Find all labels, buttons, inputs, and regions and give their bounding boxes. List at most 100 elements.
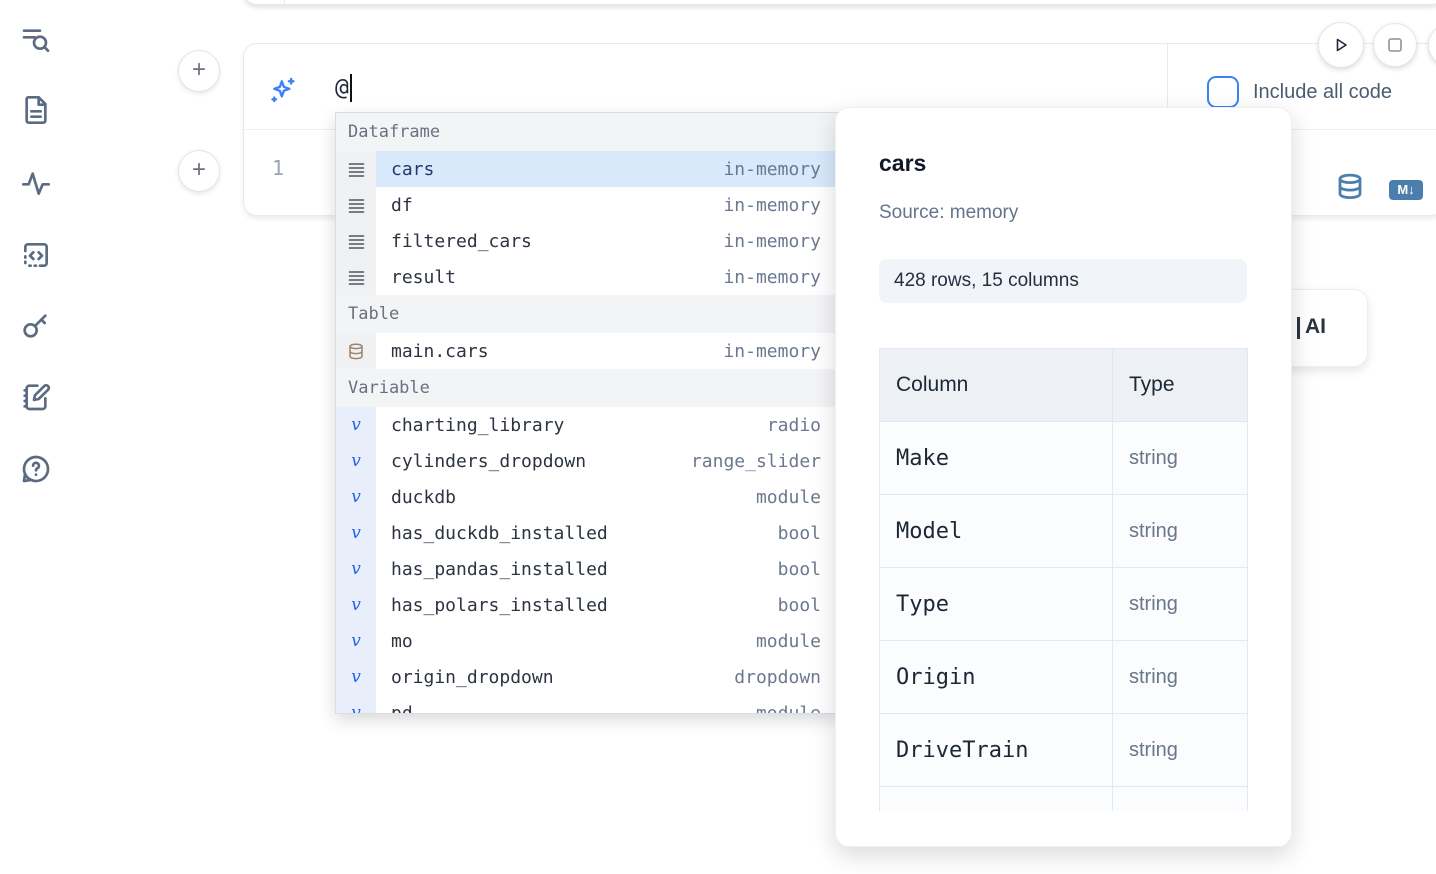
previous-cell (243, 0, 1436, 5)
autocomplete-item[interactable]: df in-memory (336, 187, 839, 223)
preview-title: cars (879, 150, 927, 176)
code-square-icon[interactable] (20, 239, 52, 271)
item-type: in-memory (723, 158, 821, 180)
autocomplete-section-header: Table (336, 295, 839, 333)
include-all-code-checkbox[interactable] (1207, 76, 1239, 108)
column-type-cell: string (1112, 567, 1248, 641)
item-type: dropdown (734, 666, 821, 688)
item-type: in-memory (723, 194, 821, 216)
variable-icon: v (336, 623, 376, 659)
autocomplete-dropdown: Dataframe cars in-memory df in-memory filtere… (335, 112, 840, 714)
ai-card-label: AI (1305, 315, 1326, 338)
column-type-cell: string (1112, 421, 1248, 495)
item-type: module (755, 630, 821, 652)
autocomplete-item-body: df in-memory (376, 187, 839, 223)
divider (1167, 44, 1168, 129)
clipped-glyph (1297, 317, 1300, 339)
item-name: origin_dropdown (391, 666, 554, 688)
autocomplete-item[interactable]: cars in-memory (336, 151, 839, 187)
item-name: filtered_cars (391, 230, 532, 252)
variable-icon: v (336, 587, 376, 623)
notebook-pen-icon[interactable] (20, 381, 52, 413)
database-icon[interactable] (1335, 172, 1365, 202)
dataframe-icon (336, 223, 376, 259)
item-name: result (391, 266, 457, 288)
variable-icon: v (336, 407, 376, 443)
column-name-cell: Model (879, 494, 1113, 568)
item-type: module (755, 486, 821, 508)
item-type: in-memory (723, 340, 821, 362)
preview-table-row (879, 786, 1248, 811)
autocomplete-item[interactable]: main.cars in-memory (336, 333, 839, 369)
item-type: bool (777, 558, 821, 580)
autocomplete-section-header: Dataframe (336, 113, 839, 151)
autocomplete-item[interactable]: result in-memory (336, 259, 839, 295)
item-type: bool (777, 594, 821, 616)
item-name: charting_library (391, 414, 565, 436)
variable-icon: v (336, 443, 376, 479)
preview-shape-badge: 428 rows, 15 columns (879, 259, 1247, 303)
column-name-cell: DriveTrain (879, 713, 1113, 787)
autocomplete-item[interactable]: v origin_dropdown dropdown (336, 659, 839, 695)
search-list-icon[interactable] (20, 24, 52, 56)
item-type: in-memory (723, 266, 821, 288)
activity-icon[interactable] (20, 167, 52, 199)
item-name: df (391, 194, 413, 216)
autocomplete-section-header: Variable (336, 369, 839, 407)
include-all-code: Include all code (1207, 76, 1392, 108)
item-name: main.cars (391, 340, 489, 362)
dataframe-icon (336, 259, 376, 295)
autocomplete-item[interactable]: v has_duckdb_installed bool (336, 515, 839, 551)
gutter-divider (284, 0, 285, 4)
include-all-code-label: Include all code (1253, 80, 1392, 103)
column-type-cell (1112, 786, 1248, 811)
autocomplete-item-body: cars in-memory (376, 151, 839, 187)
stop-button[interactable] (1373, 23, 1417, 67)
item-name: pd (391, 702, 413, 714)
preview-table-header: Column (879, 348, 1113, 422)
variable-icon: v (336, 659, 376, 695)
line-number: 1 (271, 156, 284, 180)
add-cell-button-top[interactable]: + (178, 50, 220, 92)
dataframe-icon (336, 187, 376, 223)
add-cell-button-bottom[interactable]: + (178, 150, 220, 192)
run-button[interactable] (1318, 22, 1364, 68)
autocomplete-item-body: origin_dropdown dropdown (376, 659, 839, 695)
ai-prompt-input[interactable]: @ (335, 74, 352, 102)
variable-icon: v (336, 515, 376, 551)
column-name-cell: Origin (879, 640, 1113, 714)
item-name: has_duckdb_installed (391, 522, 608, 544)
item-name: cars (391, 158, 435, 180)
item-type: range_slider (690, 450, 821, 472)
key-icon[interactable] (20, 309, 52, 341)
column-name-cell (879, 786, 1113, 811)
autocomplete-item-body: main.cars in-memory (376, 333, 839, 369)
item-type: bool (777, 522, 821, 544)
help-chat-icon[interactable] (20, 453, 52, 485)
markdown-icon[interactable]: M↓ (1389, 180, 1423, 200)
variable-icon: v (336, 551, 376, 587)
file-text-icon[interactable] (20, 94, 52, 126)
variable-icon: v (336, 695, 376, 713)
